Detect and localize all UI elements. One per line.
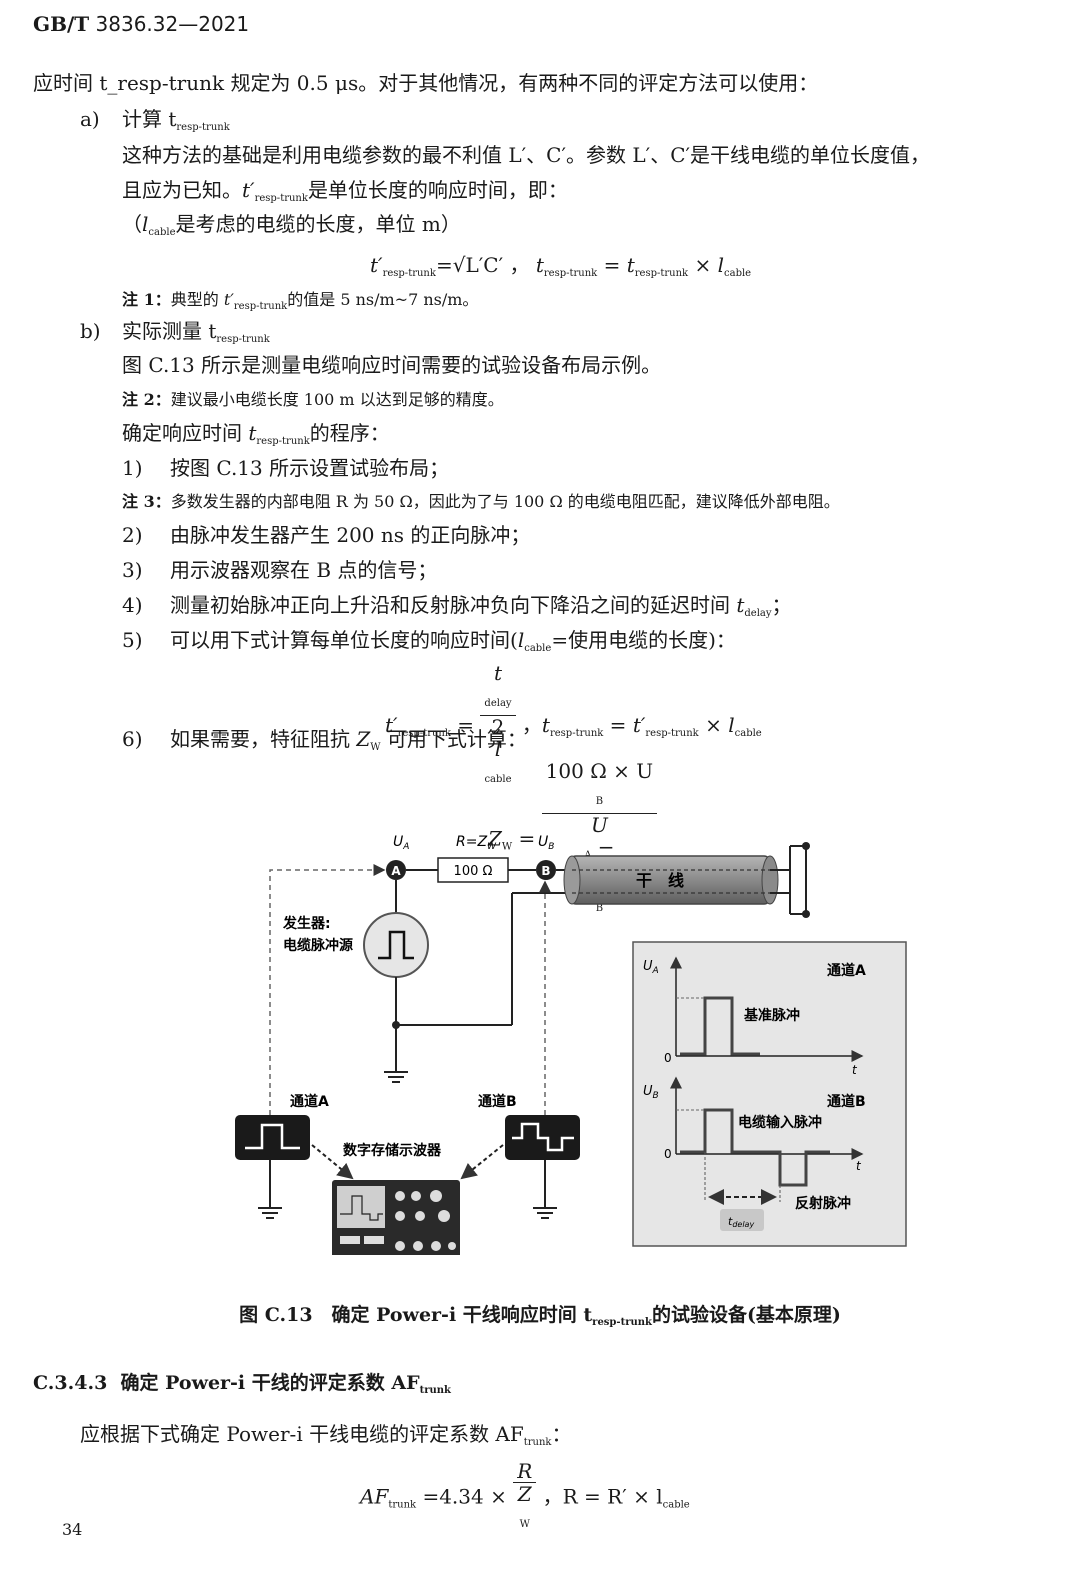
scope-label: 数字存储示波器 bbox=[343, 1142, 442, 1159]
resistor-100-ohm bbox=[437, 857, 509, 883]
figure-caption: 图 C.13 确定 Power-i 干线响应时间 tresp-trunk的试验设… bbox=[239, 1304, 841, 1328]
item-b-text-1: 图 C.13 所示是测量电缆响应时间需要的试验设备布局示例。 bbox=[122, 353, 662, 377]
paragraph-intro: 应时间 t_resp-trunk 规定为 0.5 μs。对于其他情况，有两种不同… bbox=[33, 71, 819, 95]
panel-zero-a: 0 bbox=[664, 1051, 672, 1065]
label-ua: UA bbox=[393, 834, 409, 852]
step-3-label: 3) bbox=[122, 558, 143, 582]
item-a-text-3: （lcable是考虑的电缆的长度，单位 m） bbox=[122, 212, 461, 238]
note-3: 注 3：多数发生器的内部电阻 R 为 50 Ω，因此为了与 100 Ω 的电缆电… bbox=[122, 492, 840, 511]
item-a-text-1: 这种方法的基础是利用电缆参数的最不利值 L′、C′。参数 L′、C′是干线电缆的… bbox=[122, 143, 931, 167]
cable-label: 干 线 bbox=[636, 871, 684, 890]
step-2-text: 由脉冲发生器产生 200 ns 的正向脉冲； bbox=[170, 523, 531, 547]
note-1: 注 1：典型的 t′resp-trunk的值是 5 ns/m~7 ns/m。 bbox=[122, 290, 479, 312]
step-6-label: 6) bbox=[122, 727, 143, 751]
label-tdelay: tdelay bbox=[728, 1215, 754, 1229]
resistor-label: 100 Ω bbox=[454, 864, 493, 879]
item-b-title: 实际测量 tresp-trunk bbox=[122, 319, 270, 345]
step-4-label: 4) bbox=[122, 593, 143, 617]
item-a-label: a) bbox=[80, 107, 100, 131]
generator-label-2: 电缆脉冲源 bbox=[283, 937, 353, 954]
panel-channel-b: 通道B bbox=[827, 1093, 866, 1110]
digital-oscilloscope bbox=[332, 1180, 460, 1255]
step-2-label: 2) bbox=[122, 523, 143, 547]
panel-ua: UA bbox=[643, 959, 659, 976]
channel-b-label: 通道B bbox=[478, 1093, 517, 1110]
step-1-text: 按图 C.13 所示设置试验布局； bbox=[170, 456, 450, 480]
label-ref-pulse: 基准脉冲 bbox=[744, 1007, 800, 1024]
step-3-text: 用示波器观察在 B 点的信号； bbox=[170, 558, 438, 582]
section-paragraph: 应根据下式确定 Power-i 干线电缆的评定系数 AFtrunk： bbox=[80, 1422, 572, 1448]
section-heading: C.3.4.3 确定 Power-i 干线的评定系数 AFtrunk bbox=[33, 1372, 451, 1396]
item-b-label: b) bbox=[80, 319, 101, 343]
item-b-text-2: 确定响应时间 tresp-trunk的程序： bbox=[122, 421, 390, 447]
label-ub: UB bbox=[538, 834, 554, 852]
step-6-text: 如果需要，特征阻抗 ZW 可用下式计算： bbox=[170, 727, 527, 753]
panel-zero-b: 0 bbox=[664, 1147, 672, 1161]
label-input-pulse: 电缆输入脉冲 bbox=[738, 1114, 822, 1131]
item-a-text-2: 且应为已知。t′resp-trunk是单位长度的响应时间，即： bbox=[122, 178, 568, 204]
page-number: 34 bbox=[62, 1520, 83, 1539]
step-5-text: 可以用下式计算每单位长度的响应时间(lcable=使用电缆的长度)： bbox=[170, 628, 736, 654]
page-header: GB/T 3836.32—2021 bbox=[33, 12, 250, 36]
channel-a-probe bbox=[235, 1115, 310, 1160]
node-a bbox=[386, 860, 406, 880]
label-reflected-pulse: 反射脉冲 bbox=[795, 1195, 851, 1212]
node-a-label: A bbox=[391, 864, 401, 878]
generator-label: 发生器: bbox=[282, 915, 331, 932]
panel-ub: UB bbox=[643, 1084, 659, 1101]
node-b bbox=[536, 860, 556, 880]
note-2: 注 2：建议最小电缆长度 100 m 以达到足够的精度。 bbox=[122, 390, 504, 409]
panel-t-b: t bbox=[856, 1159, 862, 1173]
step-4-text: 测量初始脉冲正向上升沿和反射脉冲负向下降沿之间的延迟时间 tdelay； bbox=[170, 593, 792, 619]
channel-a-label: 通道A bbox=[290, 1093, 329, 1110]
formula-1: t′resp-trunk=√L′C′ ， tresp-trunk = tresp… bbox=[370, 253, 752, 279]
panel-t-a: t bbox=[852, 1063, 858, 1077]
step-5-label: 5) bbox=[122, 628, 143, 652]
node-b-label: B bbox=[541, 864, 550, 878]
label-r-zw: R=ZW bbox=[456, 834, 497, 852]
step-1-label: 1) bbox=[122, 456, 143, 480]
panel-channel-a: 通道A bbox=[827, 962, 866, 979]
figure-c13: UA R=ZW UB 100 Ω A B 发生器: 电缆脉冲源 干 线 通道A … bbox=[235, 834, 907, 1255]
pulse-generator bbox=[363, 912, 429, 978]
item-a-title: 计算 tresp-trunk bbox=[122, 107, 230, 133]
